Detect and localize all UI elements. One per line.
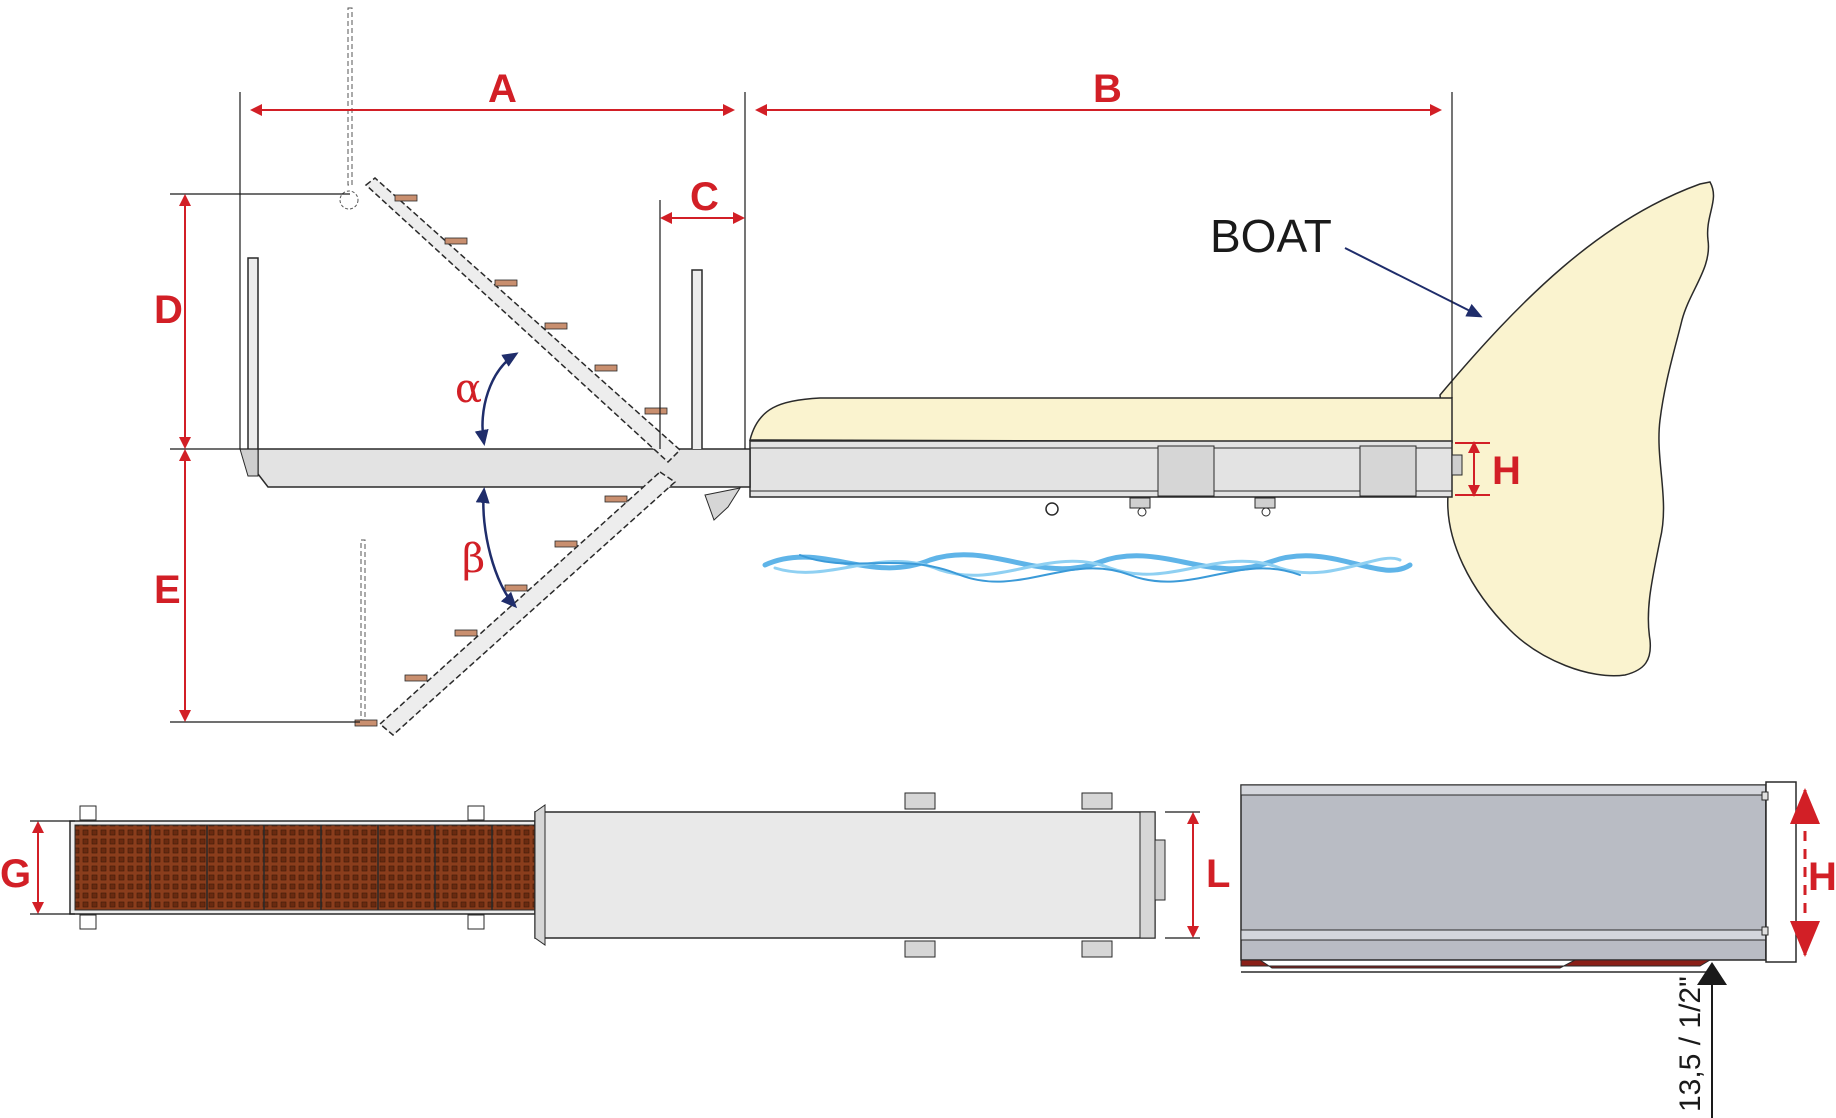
upper-stair [339, 7, 682, 464]
clearance-arrow [1697, 962, 1727, 1118]
dim-label-d: D [154, 288, 183, 332]
boat-label: BOAT [1210, 210, 1332, 262]
gangway-beam [239, 448, 751, 521]
dim-label-e: E [154, 568, 181, 612]
boat-leader [1344, 247, 1483, 318]
lower-treads [354, 495, 628, 727]
extension-lines [170, 92, 1453, 723]
front-handrail [691, 269, 703, 449]
dim-label-a: A [488, 67, 517, 111]
dim-label-l: L [1206, 852, 1230, 896]
dim-label-g: G [0, 852, 31, 896]
water-waves [762, 552, 1413, 583]
alpha-angle-arc [474, 352, 519, 446]
boat-hull [1439, 181, 1715, 677]
lower-stair [360, 471, 677, 736]
top-view-dimensions [32, 812, 1199, 938]
dimension-lines [179, 104, 1490, 722]
dim-label-c: C [690, 175, 719, 219]
dim-label-h-section: H [1808, 855, 1836, 899]
upper-treads [394, 194, 668, 415]
boat-deck [749, 397, 1453, 443]
dim-label-b: B [1093, 67, 1122, 111]
angle-label-alpha: α [455, 366, 482, 412]
angle-label-beta: β [462, 536, 485, 582]
top-view-extension-lines [30, 811, 1200, 939]
gangway-housing [749, 440, 1463, 517]
clearance-label: 13,5 / 1/2" [1674, 976, 1707, 1112]
top-view-gangway [69, 792, 1166, 958]
section-detail [1240, 781, 1797, 973]
rear-handrail [247, 257, 259, 449]
dim-label-h-side: H [1492, 449, 1521, 493]
beta-angle-arc [475, 487, 518, 609]
